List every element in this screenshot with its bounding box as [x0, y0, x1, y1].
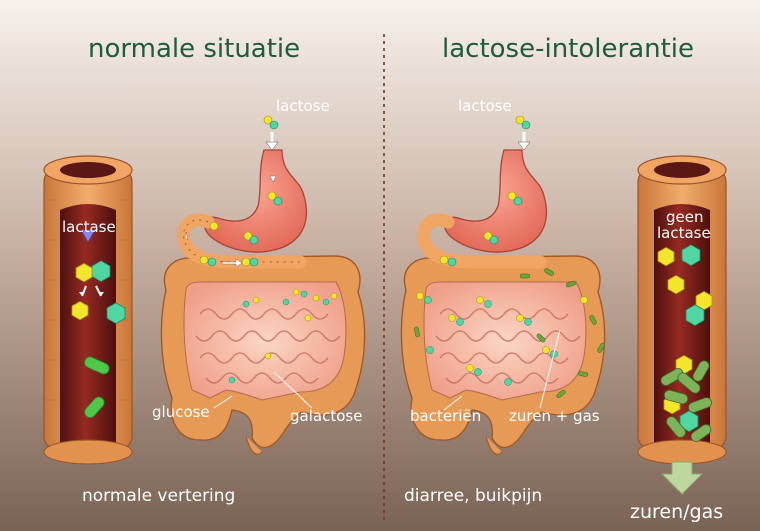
galactose-label: galactose: [290, 407, 362, 425]
bacteria-label: bacteriën: [410, 407, 481, 425]
left-title: normale situatie: [88, 34, 300, 64]
lactose-label-right: lactose: [458, 97, 512, 115]
lactose-label-left: lactose: [276, 97, 330, 115]
right-tube: [638, 156, 726, 494]
geen-lactase-label: lactase: [657, 224, 711, 242]
lactase-label: lactase: [62, 218, 116, 236]
right-title: lactose-intolerantie: [442, 34, 694, 64]
right-caption: diarree, buikpijn: [404, 486, 542, 506]
glucose-label: glucose: [152, 403, 210, 421]
output-label: zuren/gas: [630, 501, 723, 523]
left-tube: [44, 156, 132, 464]
left-caption: normale vertering: [82, 486, 235, 506]
acids-gas-label: zuren + gas: [509, 407, 600, 425]
